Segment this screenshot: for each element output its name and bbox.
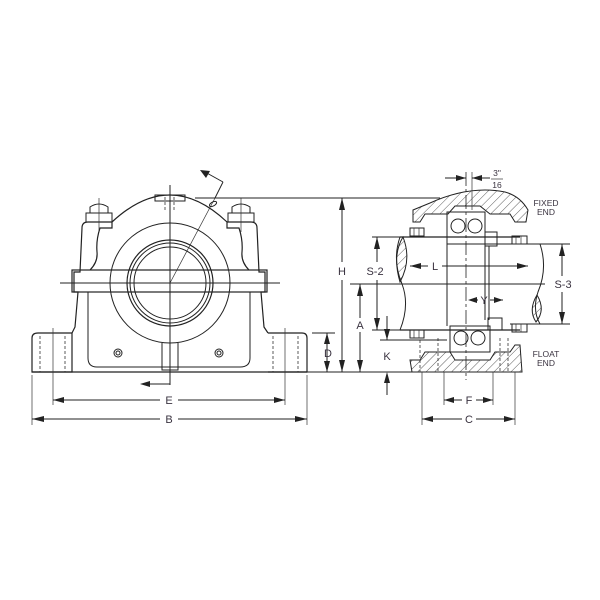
seal-top-left xyxy=(409,227,425,237)
dimension-k: K xyxy=(380,316,447,395)
bearing-bottom xyxy=(449,325,491,353)
dimension-y: Y xyxy=(468,295,503,307)
dimension-h-label: H xyxy=(338,266,346,278)
dimension-a: A xyxy=(356,284,364,372)
dimension-f-label: F xyxy=(466,395,473,407)
dimension-k-label: K xyxy=(383,351,391,363)
fixed-end-note-line2: END xyxy=(537,207,555,217)
dimension-s3-label: S-3 xyxy=(554,279,571,291)
offset-denominator: 16 xyxy=(492,180,502,190)
dimension-h: H xyxy=(338,198,346,372)
fixed-end-note: FIXED xyxy=(533,198,558,208)
seal-bottom-right xyxy=(511,323,528,333)
cap-bolt-left xyxy=(85,198,113,232)
dimension-l-label: L xyxy=(432,261,438,273)
offset-numerator: 3" xyxy=(493,168,501,178)
float-end-note-line2: END xyxy=(537,358,555,368)
housing-body xyxy=(71,221,113,334)
dimension-f: F xyxy=(443,372,494,407)
dimension-e: E xyxy=(53,395,285,407)
seal-top-right xyxy=(511,235,528,245)
dimension-l: L xyxy=(410,261,528,273)
dimension-offset: 3" 16 xyxy=(445,168,503,210)
front-view: E B D H xyxy=(31,170,440,426)
dimension-b: B xyxy=(31,375,308,426)
housing-cap-section xyxy=(412,189,529,223)
dimension-s3: S-3 xyxy=(540,243,572,325)
float-end-note: FLOAT xyxy=(533,349,560,359)
dimension-s2-label: S-2 xyxy=(366,266,383,278)
seal-bottom-left xyxy=(409,329,425,339)
section-view: A xyxy=(350,168,572,426)
dimension-y-label: Y xyxy=(480,295,488,307)
dimension-b-label: B xyxy=(165,414,172,426)
cap-bolt-right xyxy=(227,198,255,232)
dimension-e-label: E xyxy=(165,395,172,407)
dimension-d: D xyxy=(324,333,332,372)
dimension-a-label: A xyxy=(356,320,364,332)
dimension-c-label: C xyxy=(465,414,473,426)
dimension-c: C xyxy=(421,372,516,426)
dimension-d-label: D xyxy=(324,348,332,360)
housing-base xyxy=(31,332,73,373)
